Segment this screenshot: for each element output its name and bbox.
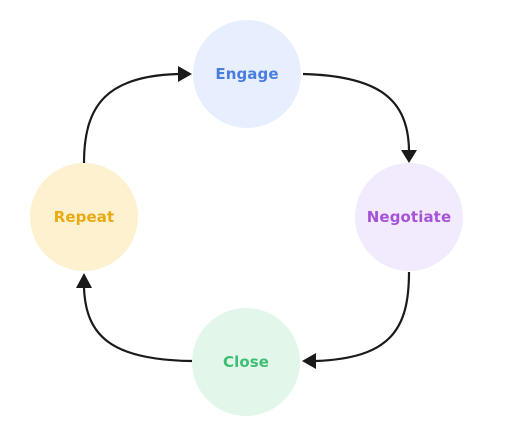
arrow-negotiate-to-close [315, 271, 411, 363]
node-repeat: Repeat [30, 163, 138, 271]
node-engage-label: Engage [215, 65, 279, 83]
arrow-repeat-to-engage [82, 72, 179, 164]
node-close: Close [192, 308, 300, 416]
node-engage: Engage [193, 20, 301, 128]
node-negotiate: Negotiate [355, 163, 463, 271]
arrowhead-close-to-repeat [76, 273, 92, 288]
arrowhead-repeat-to-engage [178, 66, 192, 82]
node-negotiate-label: Negotiate [366, 208, 452, 226]
arrowhead-negotiate-to-close [302, 353, 316, 369]
arrow-close-to-repeat [82, 287, 193, 363]
arrow-engage-to-negotiate [302, 72, 411, 151]
arrowhead-engage-to-negotiate [401, 150, 417, 163]
node-close-label: Close [222, 353, 270, 371]
node-repeat-label: Repeat [53, 208, 115, 226]
